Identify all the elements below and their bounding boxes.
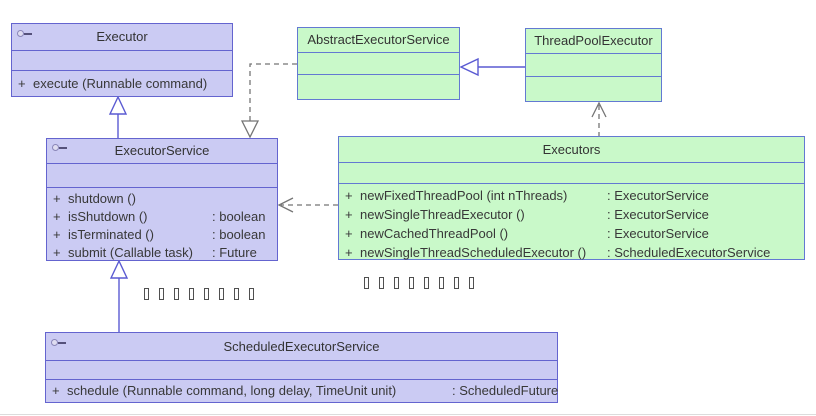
class-header: AbstractExecutorService: [298, 28, 459, 52]
method-return-type: : boolean: [212, 227, 266, 242]
method-return-type: : ExecutorService: [607, 188, 709, 203]
interface-lollipop-icon: [51, 339, 66, 346]
attributes-compartment: [12, 50, 232, 70]
visibility-marker: +: [345, 226, 353, 241]
generalization-scheduledexecutorservice-to-executorservice: [109, 259, 129, 332]
visibility-marker: +: [53, 209, 61, 224]
method-signature: shutdown (): [68, 191, 136, 206]
visibility-marker: +: [53, 245, 61, 260]
method-signature: isTerminated (): [68, 227, 154, 242]
missing-glyph-box: [424, 277, 429, 289]
method-return-type: : ScheduledFuture: [452, 383, 559, 398]
missing-glyph-box: [409, 277, 414, 289]
dependency-executors-to-executorservice: [277, 197, 338, 213]
visibility-marker: +: [18, 75, 26, 91]
method-row: + newCachedThreadPool () : ExecutorServi…: [339, 224, 804, 243]
visibility-marker: +: [345, 207, 353, 222]
class-box-executor[interactable]: Executor + execute (Runnable command): [11, 23, 233, 97]
missing-glyph-box: [204, 288, 209, 300]
method-signature: newSingleThreadScheduledExecutor (): [360, 245, 587, 260]
missing-glyph-box: [144, 288, 149, 300]
interface-lollipop-icon: [17, 30, 32, 37]
class-header: ScheduledExecutorService: [46, 333, 557, 360]
missing-glyph-box: [189, 288, 194, 300]
method-row: + isShutdown () : boolean: [47, 208, 277, 226]
visibility-marker: +: [345, 188, 353, 203]
class-header: ExecutorService: [47, 139, 277, 163]
method-row: + newSingleThreadScheduledExecutor () : …: [339, 243, 804, 262]
methods-compartment: + shutdown () + isShutdown () : boolean …: [47, 187, 277, 260]
method-return-type: : Future: [212, 245, 257, 260]
method-row: + schedule (Runnable command, long delay…: [46, 383, 558, 399]
method-signature: execute (Runnable command): [33, 75, 208, 91]
class-title: Executor: [96, 29, 148, 44]
missing-glyph-box: [159, 288, 164, 300]
class-box-threadpoolexecutor[interactable]: ThreadPoolExecutor: [525, 28, 662, 102]
method-row: + isTerminated () : boolean: [47, 226, 277, 244]
method-return-type: : boolean: [212, 209, 266, 224]
attributes-compartment: [526, 53, 661, 76]
missing-glyph-box: [439, 277, 444, 289]
placeholder-glyph-row: [144, 288, 254, 300]
method-row: + submit (Callable task) : Future: [47, 244, 277, 262]
method-row: + execute (Runnable command): [12, 76, 207, 92]
method-signature: newFixedThreadPool (int nThreads): [360, 188, 568, 203]
method-return-type: : ExecutorService: [607, 207, 709, 222]
method-signature: newSingleThreadExecutor (): [360, 207, 525, 222]
method-signature: newCachedThreadPool (): [360, 226, 509, 241]
attributes-compartment: [46, 360, 557, 379]
missing-glyph-box: [174, 288, 179, 300]
visibility-marker: +: [53, 227, 61, 242]
class-header: Executor: [12, 24, 232, 50]
attributes-compartment: [47, 163, 277, 187]
method-signature: isShutdown (): [68, 209, 148, 224]
missing-glyph-box: [219, 288, 224, 300]
class-title: ScheduledExecutorService: [223, 338, 380, 354]
missing-glyph-box: [249, 288, 254, 300]
generalization-executorservice-to-executor: [108, 95, 128, 138]
attributes-compartment: [298, 52, 459, 74]
class-box-scheduledexecutorservice[interactable]: ScheduledExecutorService + schedule (Run…: [45, 332, 558, 403]
class-title: ExecutorService: [114, 143, 210, 158]
method-return-type: : ExecutorService: [607, 226, 709, 241]
method-row: + newSingleThreadExecutor () : ExecutorS…: [339, 205, 804, 224]
methods-compartment: + schedule (Runnable command, long delay…: [46, 379, 558, 402]
realization-abstractexecutorservice-to-executorservice: [240, 63, 297, 139]
class-title: AbstractExecutorService: [307, 32, 450, 47]
methods-compartment: [526, 76, 661, 101]
class-box-abstractexecutorservice[interactable]: AbstractExecutorService: [297, 27, 460, 100]
method-row: + shutdown (): [47, 190, 277, 208]
visibility-marker: +: [52, 383, 60, 398]
methods-compartment: [298, 74, 459, 99]
methods-compartment: + execute (Runnable command): [12, 70, 232, 96]
interface-lollipop-icon: [52, 144, 67, 151]
attributes-compartment: [339, 162, 804, 183]
missing-glyph-box: [234, 288, 239, 300]
missing-glyph-box: [469, 277, 474, 289]
generalization-threadpoolexecutor-to-abstractexecutorservice: [459, 57, 525, 77]
visibility-marker: +: [53, 191, 61, 206]
method-row: + newFixedThreadPool (int nThreads) : Ex…: [339, 186, 804, 205]
class-box-executors[interactable]: Executors + newFixedThreadPool (int nThr…: [338, 136, 805, 260]
missing-glyph-box: [364, 277, 369, 289]
method-return-type: [212, 190, 277, 208]
missing-glyph-box: [379, 277, 384, 289]
method-return-type: : ScheduledExecutorService: [607, 245, 771, 260]
class-header: Executors: [339, 137, 804, 162]
class-header: ThreadPoolExecutor: [526, 29, 661, 53]
missing-glyph-box: [454, 277, 459, 289]
window-bottom-edge: [0, 414, 816, 415]
visibility-marker: +: [345, 245, 353, 260]
method-signature: submit (Callable task): [68, 245, 193, 260]
class-box-executorservice[interactable]: ExecutorService + shutdown () + isShutdo…: [46, 138, 278, 261]
method-signature: schedule (Runnable command, long delay, …: [67, 383, 397, 398]
class-title: Executors: [542, 141, 601, 157]
dependency-executors-to-threadpoolexecutor: [591, 101, 607, 137]
class-title: ThreadPoolExecutor: [534, 33, 653, 48]
methods-compartment: + newFixedThreadPool (int nThreads) : Ex…: [339, 183, 804, 262]
missing-glyph-box: [394, 277, 399, 289]
placeholder-glyph-row: [364, 277, 474, 289]
